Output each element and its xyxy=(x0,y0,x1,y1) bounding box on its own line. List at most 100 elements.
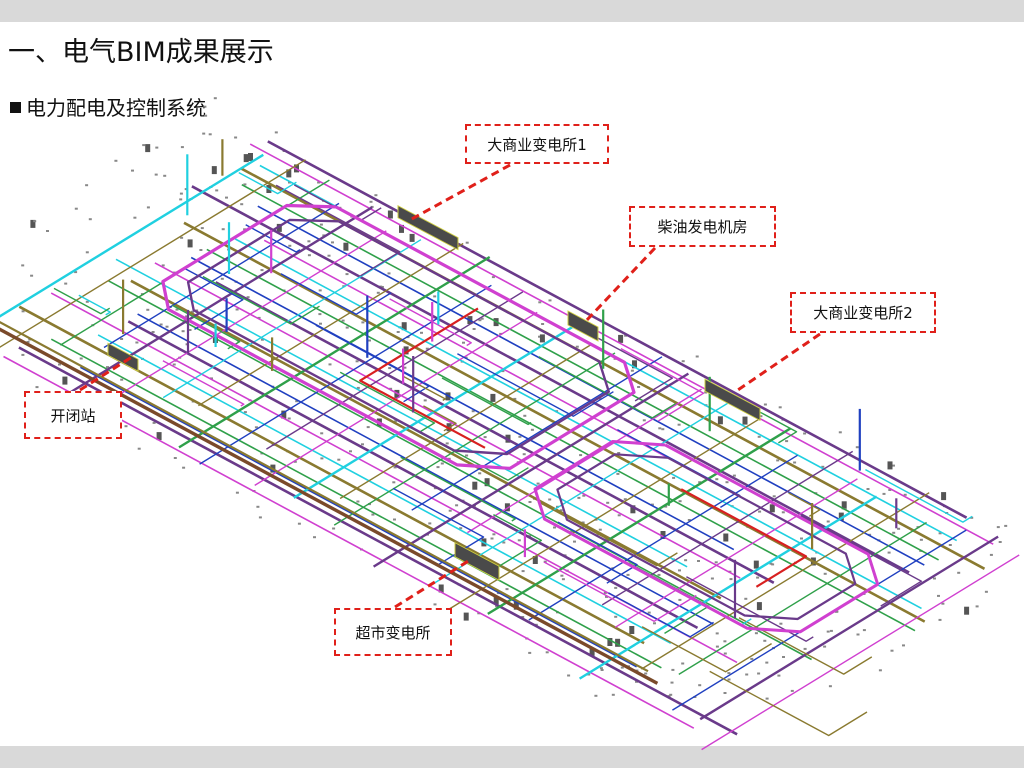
equipment-marker xyxy=(234,136,238,139)
equipment-marker xyxy=(322,234,326,237)
cable-tray-segment xyxy=(162,239,422,399)
equipment-marker xyxy=(423,399,427,402)
footer-bar xyxy=(0,746,1024,768)
equipment-marker xyxy=(538,335,541,338)
equipment-marker xyxy=(215,189,219,192)
equipment-marker xyxy=(553,526,556,529)
equipment-marker xyxy=(582,494,586,497)
equipment-marker xyxy=(492,533,496,536)
equipment-marker xyxy=(763,639,767,642)
equipment-marker xyxy=(436,466,440,469)
equipment-marker xyxy=(599,667,603,670)
equipment-marker xyxy=(892,464,895,467)
cable-tray-segment xyxy=(709,670,868,737)
equipment-marker xyxy=(213,97,217,100)
equipment-marker xyxy=(210,377,213,380)
equipment-marker xyxy=(440,462,444,465)
equipment-marker xyxy=(288,181,291,184)
equipment-marker xyxy=(681,662,685,665)
equipment-marker xyxy=(677,423,681,426)
equipment-marker xyxy=(521,616,525,618)
equipment-marker xyxy=(120,378,124,381)
callout-switching-station: 开闭站 xyxy=(24,391,122,439)
equipment-marker xyxy=(161,264,165,267)
cable-tray-segment xyxy=(202,275,320,325)
equipment-marker xyxy=(484,478,490,487)
main-ring-cable xyxy=(186,218,610,456)
equipment-marker xyxy=(528,651,532,654)
cable-tray-segment xyxy=(154,262,741,579)
equipment-marker xyxy=(678,569,681,572)
equipment-marker xyxy=(785,440,789,443)
cable-tray-segment xyxy=(457,353,614,417)
equipment-marker xyxy=(754,632,758,635)
equipment-marker xyxy=(823,572,827,575)
equipment-marker xyxy=(521,570,525,573)
main-trunk-cable xyxy=(0,321,649,673)
equipment-marker xyxy=(182,466,186,469)
equipment-marker xyxy=(287,417,291,420)
equipment-marker xyxy=(163,174,167,177)
cable-tray-segment xyxy=(0,153,264,318)
equipment-marker xyxy=(660,531,666,539)
equipment-marker xyxy=(286,169,292,178)
equipment-marker xyxy=(465,241,469,244)
equipment-marker xyxy=(826,520,830,523)
equipment-marker xyxy=(208,133,212,136)
equipment-marker xyxy=(455,504,459,507)
cable-tray-segment xyxy=(78,294,112,316)
equipment-marker xyxy=(420,331,423,334)
equipment-marker xyxy=(433,603,437,606)
equipment-marker xyxy=(64,282,68,285)
equipment-marker xyxy=(887,461,893,470)
equipment-marker xyxy=(518,435,522,438)
equipment-marker xyxy=(295,400,299,403)
equipment-marker xyxy=(85,300,89,303)
equipment-marker xyxy=(717,416,723,425)
cable-tray-segment xyxy=(215,281,775,584)
equipment-marker xyxy=(369,200,373,203)
equipment-marker xyxy=(179,198,183,201)
equipment-marker xyxy=(594,694,598,697)
equipment-marker xyxy=(745,673,749,676)
equipment-marker xyxy=(393,518,396,521)
equipment-marker xyxy=(890,649,894,652)
cable-tray-segment xyxy=(178,255,491,449)
equipment-marker xyxy=(313,536,316,539)
equipment-marker xyxy=(637,386,641,388)
equipment-marker xyxy=(758,510,762,513)
equipment-marker xyxy=(517,539,521,542)
cable-tray-segment xyxy=(50,338,662,669)
equipment-marker xyxy=(396,331,400,333)
equipment-marker xyxy=(345,273,349,276)
equipment-marker xyxy=(684,559,688,562)
cable-tray-segment xyxy=(333,352,616,526)
equipment-marker xyxy=(989,553,993,556)
cable-tray-segment xyxy=(109,230,387,402)
feeder-cable xyxy=(359,307,486,449)
equipment-marker xyxy=(501,370,505,373)
equipment-marker xyxy=(723,652,727,655)
equipment-marker xyxy=(438,584,444,593)
equipment-marker xyxy=(975,605,979,608)
equipment-marker xyxy=(225,196,228,199)
equipment-marker xyxy=(320,432,324,435)
equipment-marker xyxy=(671,668,675,671)
equipment-marker xyxy=(695,355,699,358)
equipment-marker xyxy=(704,391,708,394)
leader-big-substation-1 xyxy=(409,163,511,222)
equipment-marker xyxy=(541,323,545,325)
cable-tray-segment xyxy=(701,554,1020,751)
equipment-marker xyxy=(661,428,665,431)
cable-tray-segment xyxy=(130,279,722,600)
equipment-marker xyxy=(897,527,901,530)
equipment-marker xyxy=(729,578,733,581)
header-bar xyxy=(0,0,1024,22)
cable-tray-segment xyxy=(267,140,968,519)
equipment-marker xyxy=(998,541,1002,543)
equipment-marker xyxy=(678,598,682,601)
cable-tray-segment xyxy=(80,366,637,668)
equipment-marker xyxy=(938,532,942,535)
equipment-marker xyxy=(538,301,542,304)
equipment-marker xyxy=(319,223,323,226)
